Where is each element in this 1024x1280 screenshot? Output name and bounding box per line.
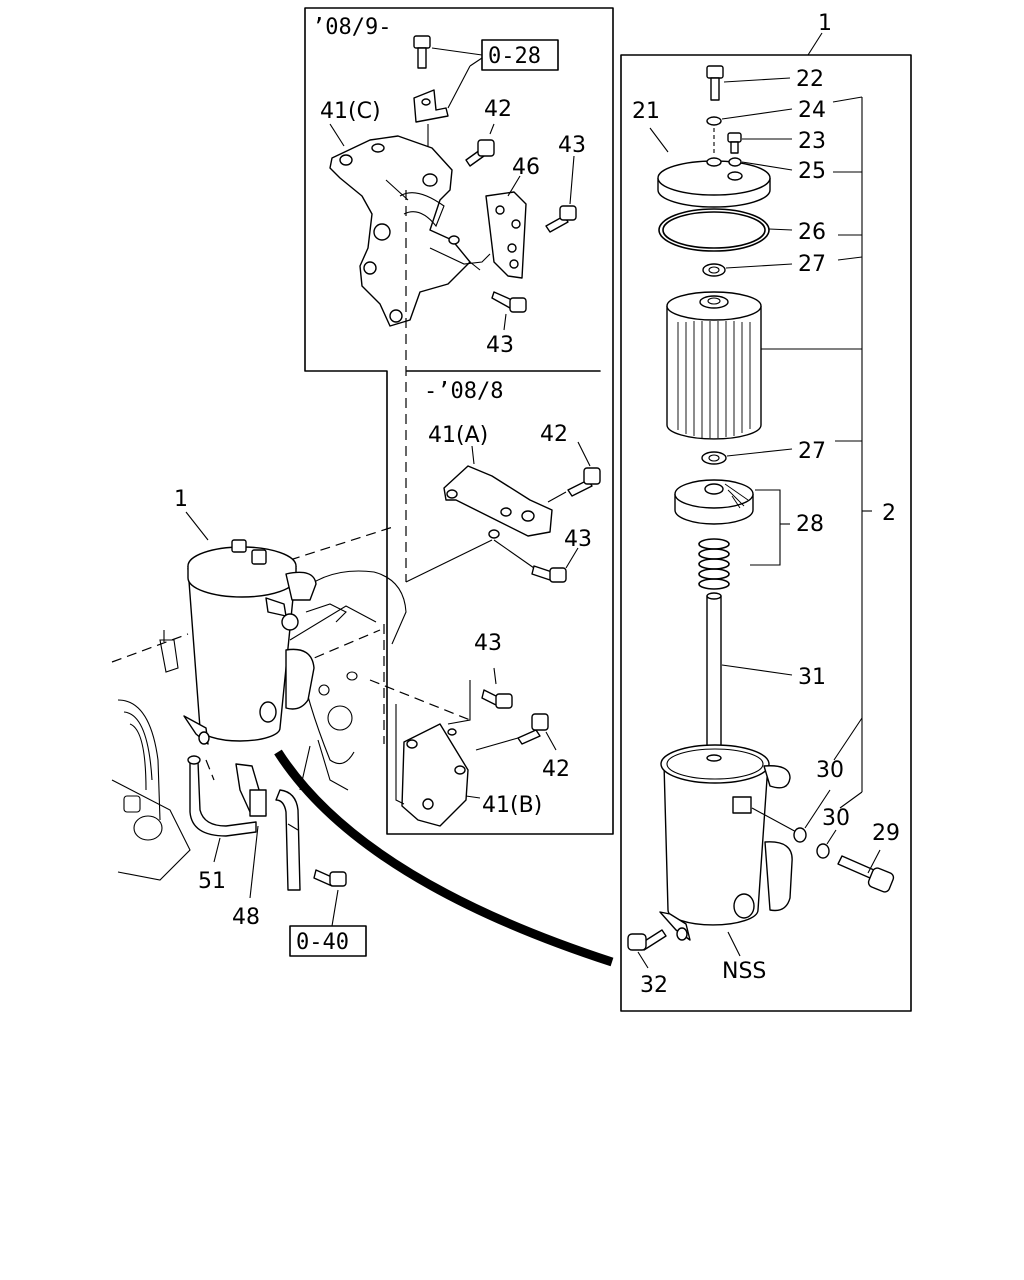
- label-48: 48: [232, 905, 260, 930]
- group-bracket-2: [832, 96, 872, 809]
- inset-frame-upper: [304, 7, 614, 835]
- label-42-mid: 42: [540, 422, 568, 447]
- fuel-filter-assembly: [183, 511, 347, 927]
- label-30-upper: 30: [816, 758, 844, 783]
- label-22: 22: [796, 67, 824, 92]
- label-21: 21: [632, 99, 660, 124]
- bolt-32: [627, 929, 667, 969]
- label-27-upper: 27: [798, 252, 826, 277]
- pipe-31: [706, 592, 793, 755]
- plug-23: [727, 132, 792, 154]
- washer-27-lower: [701, 448, 793, 465]
- label-41b: 41(B): [482, 793, 542, 818]
- oring-26: [658, 208, 793, 252]
- exploded-filter: [627, 65, 895, 969]
- label-43-mid: 43: [486, 333, 514, 358]
- label-1-left: 1: [174, 487, 188, 512]
- label-25: 25: [798, 159, 826, 184]
- label-nss: NSS: [722, 959, 766, 984]
- label-26: 26: [798, 220, 826, 245]
- bolt-29: [837, 849, 895, 893]
- exploded-frame: [620, 54, 912, 1012]
- washer-24: [706, 108, 793, 126]
- label-43-bottom: 43: [474, 631, 502, 656]
- ref-box-040: [289, 925, 367, 957]
- label-42-upper: 42: [484, 97, 512, 122]
- label-41c: 41(C): [320, 99, 381, 124]
- label-30-lower: 30: [822, 806, 850, 831]
- label-28: 28: [796, 512, 824, 537]
- labels: 1 22 24 23 21 25 26 27 27 28 2 31 30 30 …: [174, 11, 900, 998]
- ref-040: 0-40: [296, 930, 349, 955]
- callout-leader: [274, 749, 614, 967]
- bracket-41c-assembly: [329, 35, 577, 582]
- label-46: 46: [512, 155, 540, 180]
- label-41a: 41(A): [428, 423, 488, 448]
- filter-case: [659, 744, 801, 957]
- label-1-top: 1: [818, 11, 832, 36]
- label-23: 23: [798, 129, 826, 154]
- label-31: 31: [798, 665, 826, 690]
- spring-28: [698, 538, 730, 590]
- label-43-upper: 43: [558, 133, 586, 158]
- date-new: ’08/9-: [312, 15, 391, 40]
- label-27-lower: 27: [798, 439, 826, 464]
- label-42-bottom: 42: [542, 757, 570, 782]
- label-29: 29: [872, 821, 900, 846]
- seat-28: [674, 479, 790, 566]
- date-old: -’08/8: [424, 379, 503, 404]
- bolt-22: [706, 65, 791, 101]
- ref-028: 0-28: [488, 44, 541, 69]
- bracket-41a-assembly: [405, 441, 601, 583]
- washers-30: [793, 789, 837, 859]
- cover-21: [649, 127, 793, 208]
- washer-27-upper: [702, 263, 793, 277]
- filter-element: [666, 291, 862, 440]
- leader-1: [807, 32, 823, 56]
- diagram-frames: [304, 7, 912, 1012]
- label-2: 2: [882, 501, 896, 526]
- label-43-lower: 43: [564, 527, 592, 552]
- label-32: 32: [640, 973, 668, 998]
- label-24: 24: [798, 98, 826, 123]
- bracket-41b-assembly: [383, 624, 557, 827]
- label-51: 51: [198, 869, 226, 894]
- ref-box-028: [481, 39, 559, 71]
